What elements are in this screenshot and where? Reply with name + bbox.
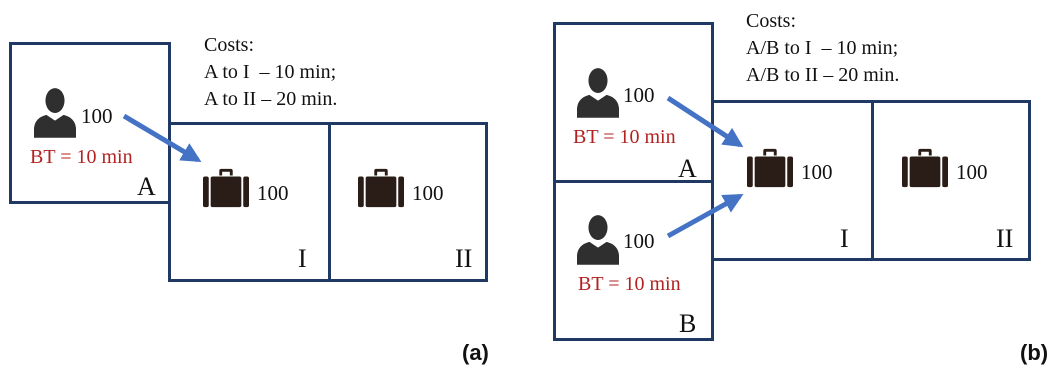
zone-ii-box xyxy=(328,122,488,282)
caption-b: (b) xyxy=(1020,340,1049,365)
zone-ii-label: II xyxy=(455,244,473,273)
zone-ii-box xyxy=(871,100,1031,261)
zone-i-label: I xyxy=(298,244,307,273)
costs-block: Costs: A to I – 10 min; A to II – 20 min… xyxy=(204,32,337,113)
person-a-count: 100 xyxy=(81,104,113,128)
costs-block: Costs: A/B to I – 10 min; A/B to II – 20… xyxy=(746,8,899,89)
caption-a: (a) xyxy=(462,340,489,365)
person-a-bt: BT = 10 min xyxy=(573,126,676,148)
person-a-count: 100 xyxy=(623,83,655,107)
zone-ii-count: 100 xyxy=(412,181,444,205)
person-a-bt: BT = 10 min xyxy=(30,146,133,168)
zone-b-label: B xyxy=(679,309,697,338)
costs-title: Costs: xyxy=(204,34,255,56)
costs-line-2: A/B to II – 20 min. xyxy=(746,64,900,86)
costs-line-2: A to II – 20 min. xyxy=(204,88,338,110)
zone-i-count: 100 xyxy=(801,160,833,184)
arrow-a-to-i xyxy=(122,113,202,163)
zone-ii-label: II xyxy=(996,224,1014,253)
person-b-bt: BT = 10 min xyxy=(578,273,681,295)
zone-i-label: I xyxy=(840,224,849,253)
zone-i-count: 100 xyxy=(257,181,289,205)
arrow-b-to-i xyxy=(666,193,744,239)
zone-a-label: A xyxy=(137,172,156,201)
costs-title: Costs: xyxy=(746,10,797,32)
person-b-count: 100 xyxy=(623,229,655,253)
zone-a-label: A xyxy=(678,154,697,183)
costs-line-1: A to I – 10 min; xyxy=(204,61,337,83)
zone-ii-count: 100 xyxy=(956,160,988,184)
costs-line-1: A/B to I – 10 min; xyxy=(746,37,899,59)
arrow-a-to-i xyxy=(666,95,744,148)
